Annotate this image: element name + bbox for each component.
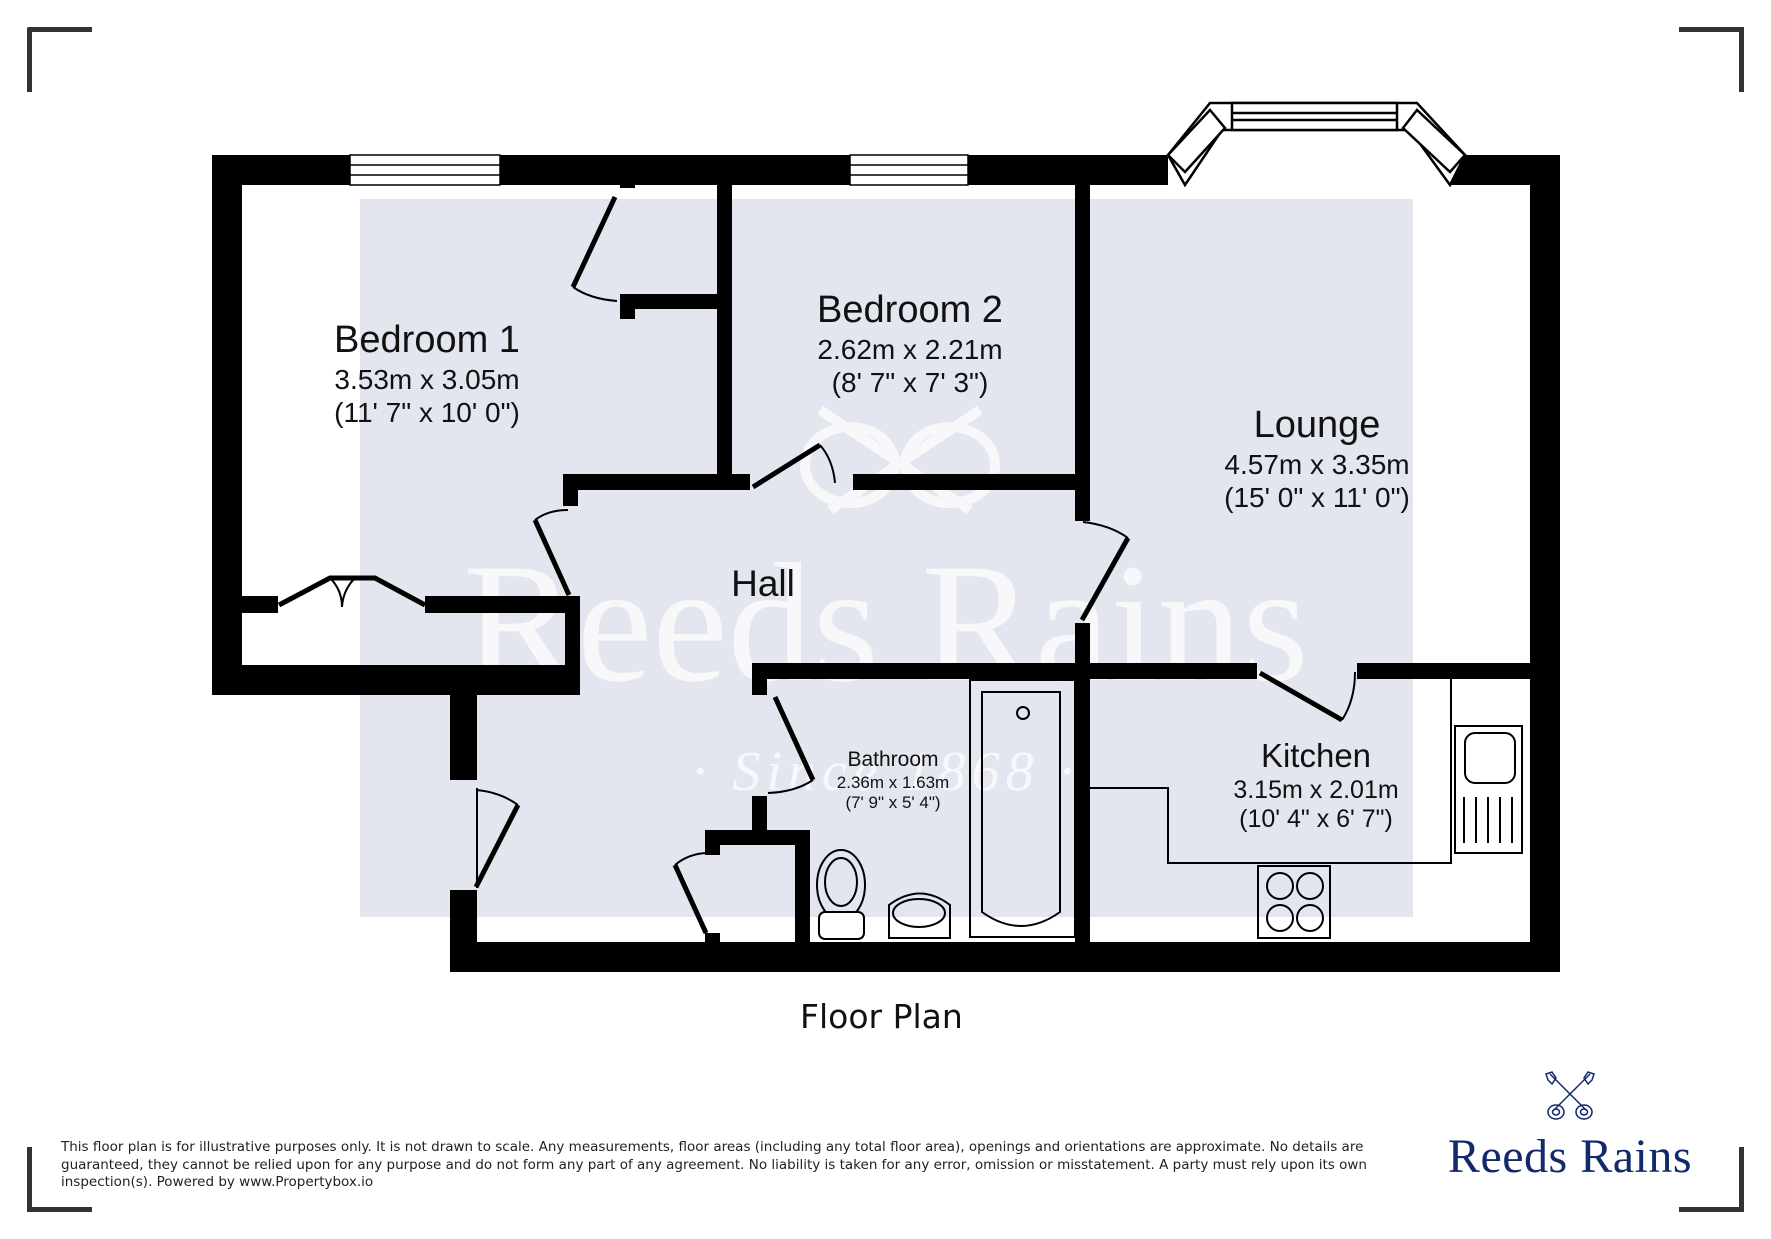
corner-mark-top-left bbox=[27, 27, 92, 92]
room-label-hall: Hall bbox=[731, 563, 795, 604]
svg-text:Reeds Rains: Reeds Rains bbox=[463, 529, 1308, 717]
room-metric-size: 2.62m x 2.21m bbox=[817, 333, 1003, 365]
worktop-outline bbox=[1090, 678, 1452, 864]
kitchen-sink-icon bbox=[1454, 725, 1523, 854]
room-imperial-size: (15' 0" x 11' 0") bbox=[1224, 481, 1410, 513]
room-name: Bathroom bbox=[847, 748, 939, 771]
room-imperial-size: (10' 4" x 6' 7") bbox=[1239, 805, 1393, 834]
room-name: Lounge bbox=[1253, 404, 1381, 446]
toilet-icon bbox=[816, 849, 866, 940]
watermark-keys-icon bbox=[800, 405, 1000, 515]
room-metric-size: 3.53m x 3.05m bbox=[334, 363, 520, 395]
brand-logo: Reeds Rains bbox=[1440, 1070, 1700, 1184]
room-metric-size: 4.57m x 3.35m bbox=[1224, 448, 1410, 480]
window-bedroom1 bbox=[349, 154, 501, 186]
room-name: Bedroom 2 bbox=[817, 289, 1003, 331]
room-name: Kitchen bbox=[1260, 737, 1372, 774]
floor-plan-caption: Floor Plan bbox=[800, 997, 963, 1036]
room-imperial-size: (11' 7" x 10' 0") bbox=[334, 396, 520, 428]
room-label-bedroom-1: Bedroom 1 3.53m x 3.05m (11' 7" x 10' 0"… bbox=[334, 318, 520, 429]
room-imperial-size: (8' 7" x 7' 3") bbox=[831, 366, 989, 398]
sink-icon bbox=[888, 892, 951, 939]
room-label-bathroom: Bathroom 2.36m x 1.63m (7' 9" x 5' 4") bbox=[837, 748, 949, 813]
room-imperial-size: (7' 9" x 5' 4") bbox=[845, 792, 941, 812]
watermark-logo: Reeds Rains · Since 1868 · bbox=[463, 405, 1309, 803]
corner-mark-bottom-right bbox=[1679, 1147, 1744, 1212]
watermark-panel bbox=[360, 199, 1413, 917]
room-label-kitchen: Kitchen 3.15m x 2.01m (10' 4" x 6' 7") bbox=[1233, 737, 1398, 835]
bath-icon bbox=[969, 679, 1076, 938]
hob-icon bbox=[1257, 865, 1331, 939]
room-metric-size: 3.15m x 2.01m bbox=[1233, 775, 1399, 804]
svg-text:· Since 1868 ·: · Since 1868 · bbox=[692, 741, 1079, 803]
doors bbox=[277, 195, 1356, 935]
room-label-bedroom-2: Bedroom 2 2.62m x 2.21m (8' 7" x 7' 3") bbox=[817, 288, 1003, 399]
room-metric-size: 2.36m x 1.63m bbox=[836, 772, 950, 792]
room-label-lounge: Lounge 4.57m x 3.35m (15' 0" x 11' 0") bbox=[1224, 403, 1410, 514]
room-name: Bedroom 1 bbox=[334, 319, 520, 361]
bay-window-lounge bbox=[1166, 101, 1467, 188]
brand-name: Reeds Rains bbox=[1447, 1130, 1693, 1183]
corner-mark-top-right bbox=[1679, 27, 1744, 92]
bathroom-fixtures bbox=[816, 679, 1076, 940]
kitchen-fixtures bbox=[1090, 678, 1523, 939]
corner-mark-bottom-left bbox=[27, 1147, 92, 1212]
disclaimer-text: This floor plan is for illustrative purp… bbox=[61, 1139, 1367, 1190]
crossed-keys-icon bbox=[1545, 1071, 1595, 1120]
window-bedroom2 bbox=[849, 154, 969, 186]
